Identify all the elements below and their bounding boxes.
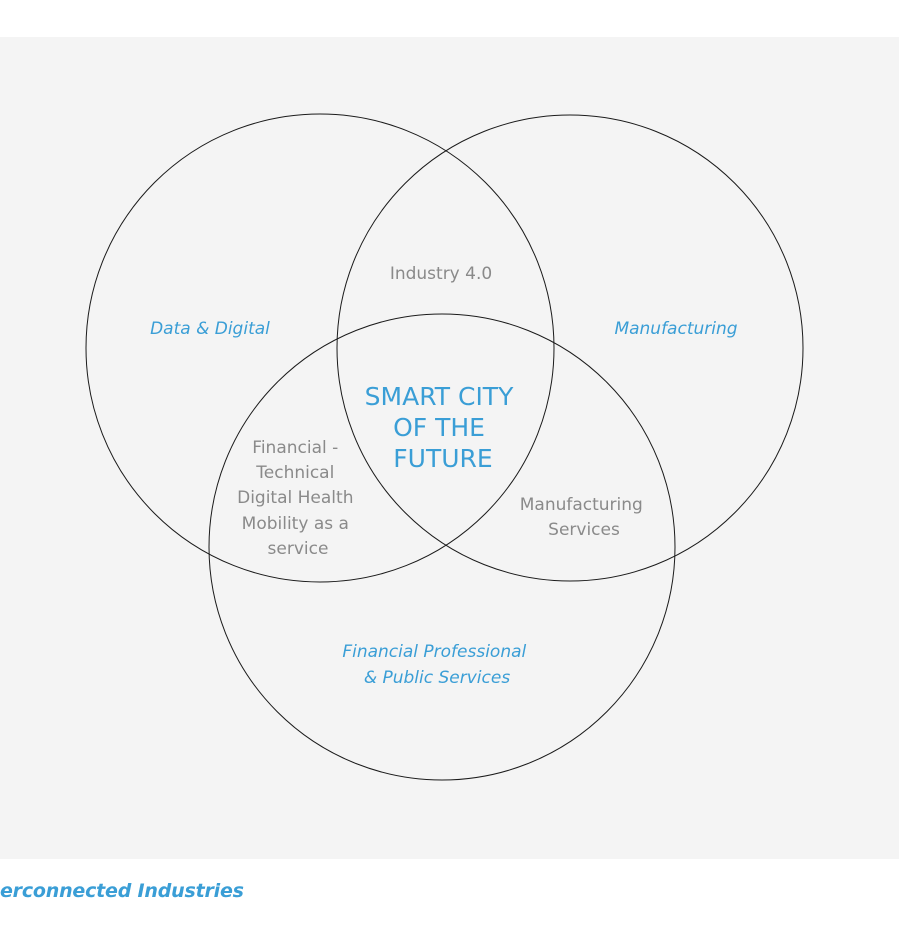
set-label-data-digital: Data & Digital [150, 319, 270, 339]
overlap-label-line: Digital Health [237, 488, 353, 508]
overlap-label-line: Financial - [252, 438, 338, 458]
circle-financial-professional [208, 313, 676, 781]
center-label-line: FUTURE [393, 444, 492, 473]
center-label-line: OF THE [393, 413, 485, 442]
overlap-label-line: Mobility as a [242, 514, 349, 534]
circle-manufacturing [336, 114, 804, 582]
overlap-label-line: Technical [255, 463, 334, 483]
overlap-label-fintech-health-mobility: Financial - Technical Digital Health Mob… [237, 438, 359, 559]
overlap-label-line: Manufacturing [520, 495, 643, 515]
center-label-smart-city: SMART CITY OF THE FUTURE [365, 382, 522, 473]
set-label-manufacturing: Manufacturing [614, 319, 737, 339]
set-label-financial-professional: Financial Professional & Public Services [342, 642, 531, 688]
figure-panel [0, 37, 899, 859]
overlap-label-industry-4-0: Industry 4.0 [390, 264, 492, 284]
overlap-label-line: service [268, 539, 329, 559]
set-label-line: & Public Services [364, 668, 511, 688]
figure-caption: erconnected Industries [0, 880, 244, 902]
set-label-line: Financial Professional [342, 642, 526, 662]
center-label-line: SMART CITY [365, 382, 514, 411]
overlap-label-manufacturing-services: Manufacturing Services [520, 495, 649, 540]
circle-data-digital [85, 113, 555, 583]
overlap-label-line: Services [548, 520, 620, 540]
